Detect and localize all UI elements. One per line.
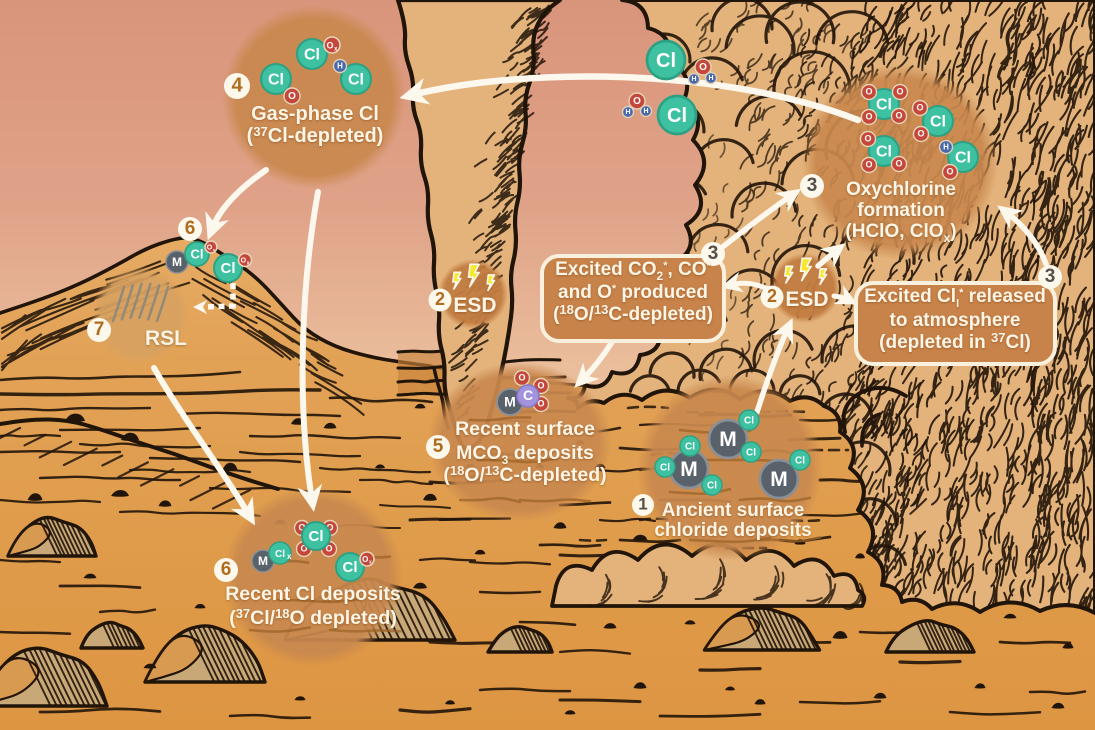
svg-text:Cl: Cl <box>667 105 687 127</box>
svg-text:Cl: Cl <box>191 246 204 261</box>
svg-text:RSL: RSL <box>145 327 187 350</box>
svg-text:ESD: ESD <box>453 294 496 317</box>
svg-text:M: M <box>172 255 182 269</box>
svg-text:M: M <box>770 468 788 491</box>
svg-text:Recent surface: Recent surface <box>455 418 595 440</box>
svg-text:3: 3 <box>807 175 818 196</box>
svg-text:H: H <box>943 142 949 151</box>
svg-text:Cl: Cl <box>660 463 670 474</box>
svg-text:x: x <box>213 247 216 252</box>
svg-text:Cl: Cl <box>876 143 892 160</box>
svg-text:Cl: Cl <box>221 260 236 277</box>
svg-text:Oxychlorine: Oxychlorine <box>846 179 956 200</box>
svg-text:Cl: Cl <box>746 448 756 459</box>
svg-text:O: O <box>537 381 544 391</box>
svg-text:M: M <box>258 554 268 568</box>
svg-text:H: H <box>337 61 343 70</box>
svg-text:x: x <box>334 46 338 52</box>
svg-text:Cl: Cl <box>876 96 892 113</box>
svg-text:(18​O/13​C-depleted): (18​O/13​C-depleted) <box>443 463 606 486</box>
svg-text:Cl: Cl <box>343 559 358 576</box>
svg-text:O: O <box>865 160 872 170</box>
svg-text:O: O <box>633 96 641 107</box>
svg-text:Excited CO2​*​, CO*​: Excited CO2​*​, CO*​ <box>555 259 711 283</box>
svg-text:chloride deposits: chloride deposits <box>654 520 811 541</box>
svg-text:7: 7 <box>94 319 105 340</box>
svg-text:C: C <box>523 387 533 403</box>
svg-text:(HClO, ClOx​): (HClO, ClOx​) <box>845 221 956 245</box>
svg-text:H: H <box>643 108 648 115</box>
svg-text:Ancient surface: Ancient surface <box>662 500 805 521</box>
svg-text:to atmosphere: to atmosphere <box>890 310 1021 331</box>
svg-text:Cl: Cl <box>707 481 717 492</box>
svg-text:M: M <box>719 428 737 451</box>
svg-text:2: 2 <box>767 286 777 306</box>
svg-text:Cl: Cl <box>685 442 695 453</box>
svg-text:formation: formation <box>857 200 945 221</box>
svg-text:O: O <box>917 129 924 139</box>
svg-text:Gas-phase Cl: Gas-phase Cl <box>251 103 379 125</box>
svg-text:6: 6 <box>185 218 196 239</box>
svg-text:Cl: Cl <box>795 456 805 467</box>
svg-text:H: H <box>708 75 713 82</box>
svg-text:x: x <box>369 560 372 566</box>
svg-text:1: 1 <box>638 495 647 514</box>
svg-text:H: H <box>625 109 630 116</box>
svg-text:Cl: Cl <box>656 50 676 72</box>
svg-text:O: O <box>207 245 213 252</box>
svg-text:ESD: ESD <box>785 288 828 311</box>
svg-text:(37​Cl-depleted): (37​Cl-depleted) <box>247 124 384 147</box>
svg-text:O: O <box>895 159 902 169</box>
svg-text:Cl: Cl <box>930 113 946 130</box>
svg-text:Cl: Cl <box>304 46 320 63</box>
svg-text:Cl: Cl <box>309 528 324 545</box>
svg-text:x: x <box>247 260 250 266</box>
svg-text:O: O <box>865 87 872 97</box>
svg-text:O: O <box>241 258 247 265</box>
svg-text:O: O <box>537 399 544 409</box>
svg-text:O: O <box>362 555 368 564</box>
svg-text:O: O <box>298 523 305 533</box>
svg-text:5: 5 <box>433 436 444 457</box>
svg-text:(37​Cl/18​O depleted): (37​Cl/18​O depleted) <box>229 606 397 629</box>
svg-text:(18​O/13​C-depleted): (18​O/13​C-depleted) <box>553 302 713 325</box>
svg-text:O: O <box>300 544 307 554</box>
svg-text:O: O <box>326 523 333 533</box>
svg-text:O: O <box>326 40 333 50</box>
svg-text:Recent Cl deposits: Recent Cl deposits <box>225 583 401 605</box>
svg-text:M: M <box>504 394 516 410</box>
svg-text:O: O <box>325 544 332 554</box>
svg-text:Cl: Cl <box>744 416 754 427</box>
svg-text:O: O <box>916 103 923 113</box>
svg-text:2: 2 <box>435 289 445 309</box>
svg-text:O: O <box>699 62 707 73</box>
svg-text:Cl: Cl <box>955 149 971 166</box>
svg-text:x: x <box>287 552 292 561</box>
svg-text:Cl: Cl <box>275 549 285 560</box>
svg-text:O: O <box>895 111 902 121</box>
svg-text:M: M <box>680 458 698 481</box>
svg-text:O: O <box>946 167 953 177</box>
svg-text:3: 3 <box>1045 266 1056 287</box>
svg-text:O: O <box>896 87 903 97</box>
svg-text:H: H <box>691 76 696 83</box>
svg-text:O: O <box>518 373 525 383</box>
svg-text:4: 4 <box>231 75 243 97</box>
svg-text:6: 6 <box>221 559 232 580</box>
svg-text:MCO3​ deposits: MCO3​ deposits <box>456 442 594 467</box>
svg-text:and O*​ produced: and O*​ produced <box>558 282 708 303</box>
svg-text:(depleted in 37​Cl): (depleted in 37​Cl) <box>879 330 1031 353</box>
svg-text:Excited Cll​*​ released: Excited Cll​*​ released <box>864 286 1046 310</box>
svg-text:Cl: Cl <box>268 71 284 88</box>
svg-text:Cl: Cl <box>348 71 364 88</box>
svg-text:O: O <box>865 112 872 122</box>
svg-text:3: 3 <box>708 243 719 264</box>
svg-text:O: O <box>864 134 871 144</box>
svg-text:O: O <box>288 91 296 102</box>
